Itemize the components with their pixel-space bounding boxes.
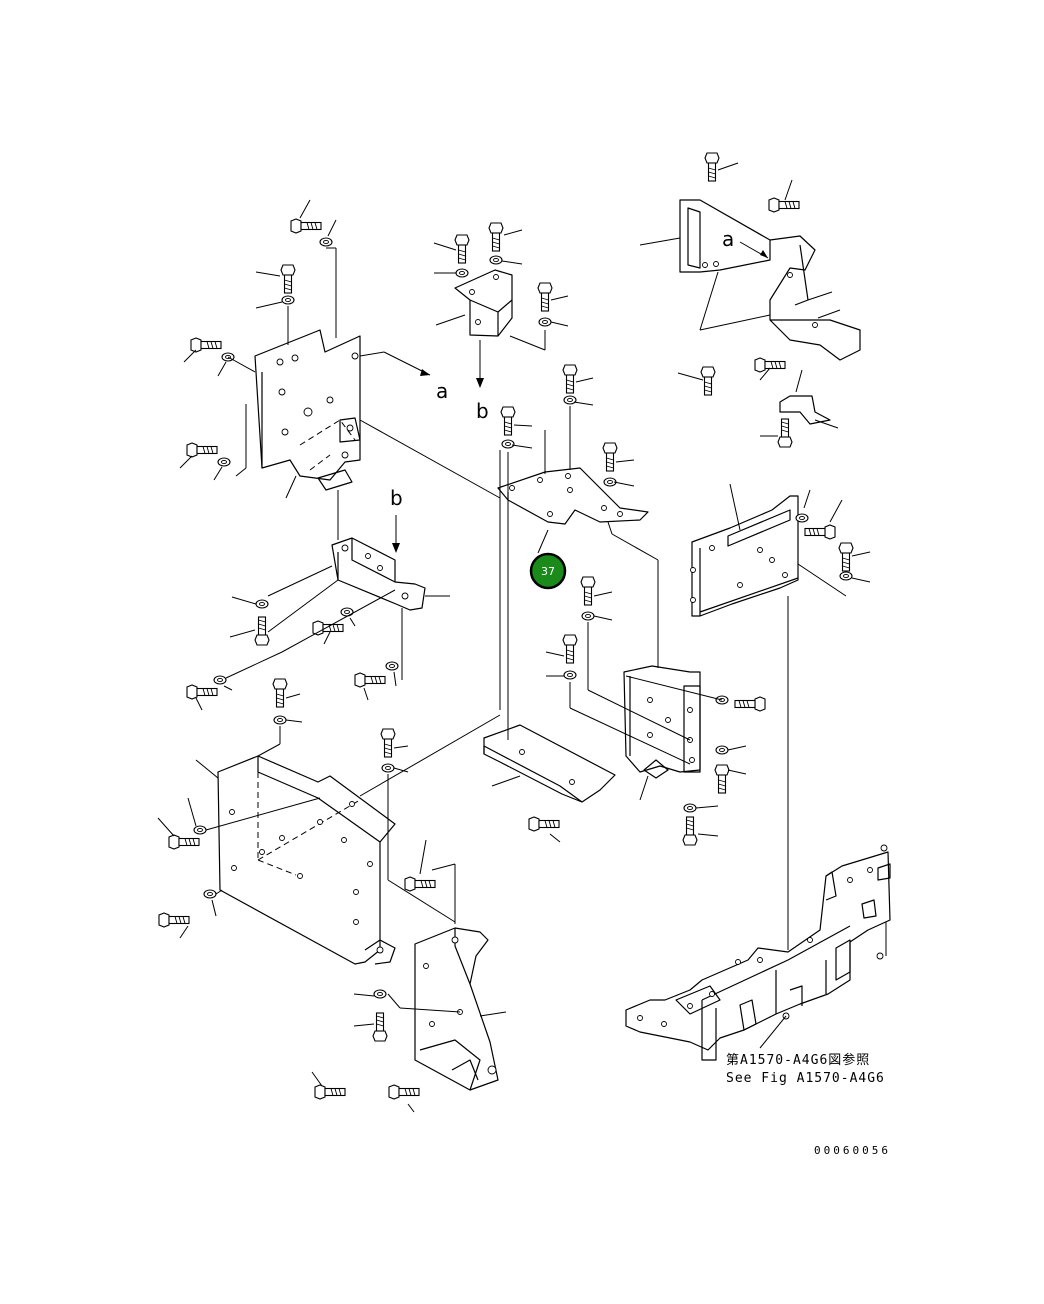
view-label-a-left: a <box>436 379 448 403</box>
frame-right-lower <box>625 844 891 1061</box>
bracket-top-center: b <box>433 222 569 423</box>
drawing-code: 00060056 <box>814 1144 891 1157</box>
bracket-left-center: b <box>186 486 450 711</box>
cover-box-left-lower <box>157 678 456 965</box>
reference-english: See Fig A1570-A4G6 <box>726 1071 885 1086</box>
reference-japanese: 第A1570-A4G6図参照 <box>726 1052 870 1068</box>
plate-center-top <box>497 364 659 740</box>
step-plate-center <box>359 714 616 843</box>
callout-37[interactable]: 37 <box>529 552 567 590</box>
callout-circle[interactable] <box>529 552 567 590</box>
callout-number: 37 <box>541 565 555 578</box>
plate-left-upper: a <box>179 199 501 499</box>
plate-right-upper <box>690 483 871 950</box>
bracket-lower-center <box>311 839 507 1113</box>
reference-note: 第A1570-A4G6図参照 See Fig A1570-A4G6 <box>726 1052 885 1086</box>
view-label-b-top-center: b <box>476 399 489 423</box>
view-label-b-left: b <box>390 486 403 510</box>
view-label-a-top-right: a <box>722 227 734 251</box>
bracket-center-right <box>545 576 766 846</box>
bracket-assembly-top-right: a <box>639 152 861 448</box>
